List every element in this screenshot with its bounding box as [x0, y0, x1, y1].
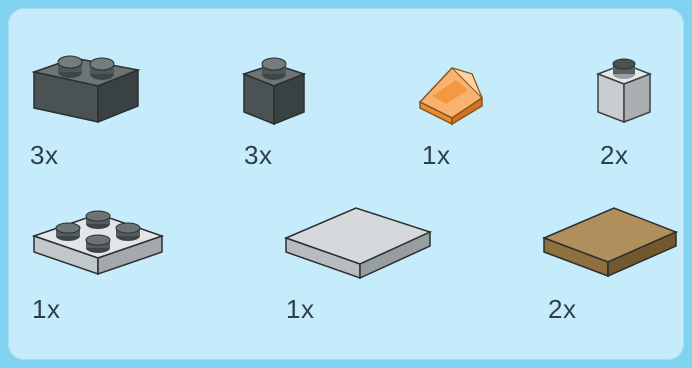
- part-item: 1x: [280, 194, 440, 344]
- light-grey-1x1-brick-icon: [594, 44, 674, 134]
- part-item: 1x: [28, 194, 178, 344]
- part-quantity: 1x: [422, 140, 450, 171]
- part-item: 2x: [538, 194, 684, 344]
- dark-grey-2x1-brick-icon: [30, 28, 150, 138]
- light-grey-2x2-plate-icon: [28, 194, 178, 294]
- dark-grey-1x1-brick-icon: [240, 44, 330, 134]
- part-quantity: 2x: [600, 140, 628, 171]
- part-quantity: 1x: [32, 294, 60, 325]
- part-quantity: 1x: [286, 294, 314, 325]
- trans-orange-slope-icon: [412, 60, 502, 130]
- part-item: 3x: [30, 28, 150, 178]
- part-item: 3x: [240, 44, 330, 178]
- part-quantity: 2x: [548, 294, 576, 325]
- part-quantity: 3x: [30, 140, 58, 171]
- parts-list-panel: 3x 3x 1x: [8, 8, 684, 360]
- part-item: 1x: [412, 60, 502, 178]
- tan-2x2-tile-icon: [538, 194, 684, 294]
- part-quantity: 3x: [244, 140, 272, 171]
- light-grey-2x2-tile-icon: [280, 194, 440, 294]
- part-item: 2x: [594, 44, 674, 178]
